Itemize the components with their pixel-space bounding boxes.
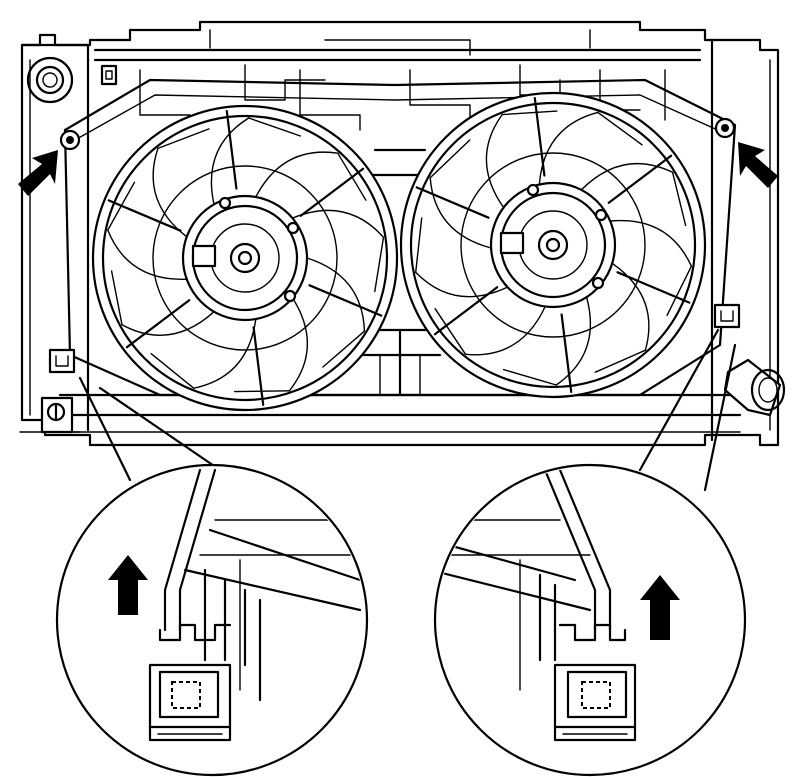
shroud-strut xyxy=(107,199,182,232)
fan-blade xyxy=(429,177,492,249)
drain-plug xyxy=(19,396,81,434)
fan-blade-tip xyxy=(434,308,467,355)
fan-blade-tip xyxy=(666,265,693,316)
fan-blade xyxy=(288,297,309,392)
motor-connector xyxy=(499,231,525,255)
detail-view-left-clip xyxy=(55,463,369,777)
fan-assemblies xyxy=(91,91,707,412)
fan-hub-center xyxy=(229,242,261,274)
fan-right xyxy=(399,91,707,399)
fan-blade xyxy=(485,113,505,209)
fan-blade-tip xyxy=(374,236,385,293)
upper-hose-neck xyxy=(26,56,74,104)
fan-blade xyxy=(415,271,509,298)
fan-blade xyxy=(538,111,599,186)
fan-blade-tip xyxy=(110,270,123,326)
detail-view-right-clip xyxy=(433,463,747,777)
shroud-strut xyxy=(299,167,365,217)
fan-blade-tip xyxy=(415,217,423,274)
motor-bolt xyxy=(594,208,608,222)
shroud-strut xyxy=(433,286,499,336)
fan-blade xyxy=(121,311,215,336)
up-arrow-left xyxy=(108,555,148,615)
motor-bolt xyxy=(286,221,300,235)
pointer-arrow-upper-left xyxy=(18,150,58,196)
fan-blade xyxy=(609,219,693,267)
fan-blade xyxy=(611,262,650,351)
motor-bolt xyxy=(283,289,297,303)
pointer-arrow-upper-right xyxy=(738,142,778,188)
fan-motor-housing xyxy=(489,181,617,309)
fan-blade-tip xyxy=(501,110,558,116)
shroud-strut xyxy=(616,271,691,304)
motor-bolt xyxy=(591,276,605,290)
shroud-strut xyxy=(225,109,238,190)
fan-blade xyxy=(580,162,674,191)
shroud-strut xyxy=(308,284,383,317)
fan-blade-tip xyxy=(150,353,195,389)
fan-blade-tip xyxy=(429,139,471,179)
shroud-strut xyxy=(252,326,265,406)
fan-blade xyxy=(107,229,188,280)
fan-blade-tip xyxy=(502,368,557,386)
fan-blade-tip xyxy=(671,171,687,227)
fan-blade xyxy=(255,151,339,198)
fan-motor-housing xyxy=(181,194,309,322)
shroud-strut xyxy=(533,96,546,177)
fan-blade-tip xyxy=(594,349,647,373)
fan-blade xyxy=(210,117,250,205)
shroud-strut xyxy=(415,186,490,219)
fan-blade-tip xyxy=(157,128,210,150)
shroud-outline xyxy=(48,78,741,397)
fan-hub-center xyxy=(537,229,569,261)
shroud-strut xyxy=(125,299,191,349)
fan-blade-tip xyxy=(597,111,643,146)
fan-blade xyxy=(555,296,592,386)
shroud-strut xyxy=(607,154,673,204)
up-arrow-right xyxy=(640,575,680,640)
fan-blade xyxy=(464,305,546,356)
fan-left xyxy=(91,104,399,412)
lower-hose-outlet xyxy=(723,358,786,417)
motor-bolt xyxy=(526,183,540,197)
motor-bolt xyxy=(218,196,232,210)
fan-blade-tip xyxy=(322,330,366,368)
shroud-strut xyxy=(560,313,573,393)
callout-leaders xyxy=(78,328,737,492)
fan-blade xyxy=(306,257,366,332)
motor-connector xyxy=(191,244,217,268)
fan-blade-tip xyxy=(248,117,302,137)
